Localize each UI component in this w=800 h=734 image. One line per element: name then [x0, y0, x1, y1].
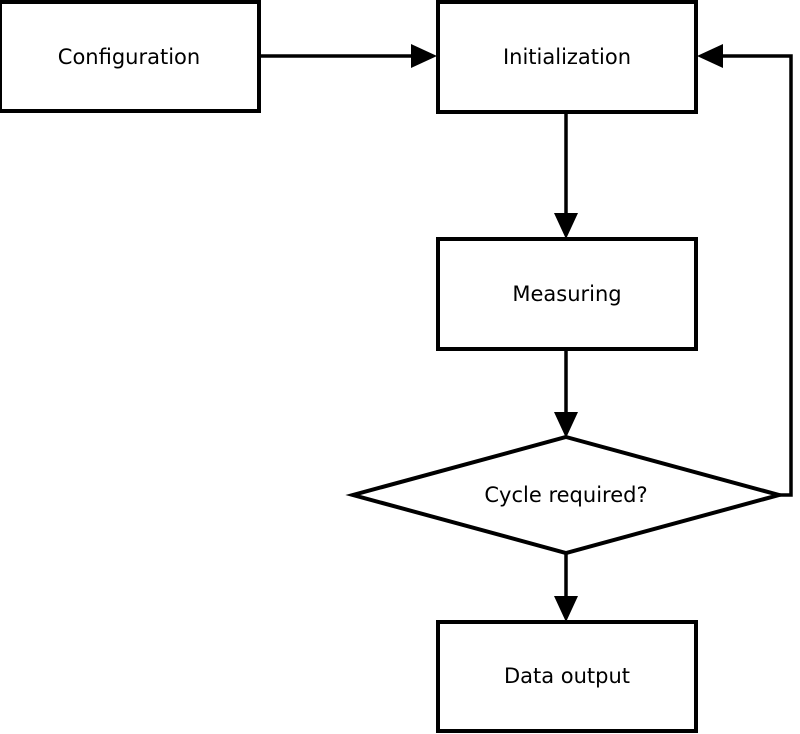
arrowhead-icon [697, 44, 723, 68]
edge-configuration-to-initialization [259, 44, 437, 68]
arrowhead-icon [554, 596, 578, 622]
node-cycle-required-label: Cycle required? [484, 483, 647, 507]
node-initialization-label: Initialization [503, 45, 631, 69]
arrowhead-icon [554, 213, 578, 239]
node-measuring[interactable]: Measuring [436, 237, 698, 351]
node-data-output[interactable]: Data output [436, 620, 698, 733]
node-configuration-shape[interactable] [0, 0, 261, 113]
edge-cycle-required-to-initialization-feedback [697, 44, 793, 497]
arrowhead-icon [411, 44, 437, 68]
edge-initialization-to-measuring [554, 112, 578, 239]
node-initialization[interactable]: Initialization [436, 0, 698, 114]
node-configuration[interactable]: Configuration [0, 0, 261, 113]
node-measuring-label: Measuring [512, 282, 621, 306]
node-cycle-required-shape[interactable] [345, 434, 787, 556]
node-cycle-required[interactable]: Cycle required? [345, 434, 787, 556]
edge-cycle-required-to-data-output [554, 553, 578, 622]
edge-line [710, 54, 793, 497]
arrowhead-icon [554, 412, 578, 438]
node-initialization-shape[interactable] [436, 0, 698, 114]
node-measuring-shape[interactable] [436, 237, 698, 351]
node-configuration-label: Configuration [58, 45, 200, 69]
node-data-output-label: Data output [504, 664, 630, 688]
edge-measuring-to-cycle-required [554, 349, 578, 438]
node-data-output-shape[interactable] [436, 620, 698, 733]
